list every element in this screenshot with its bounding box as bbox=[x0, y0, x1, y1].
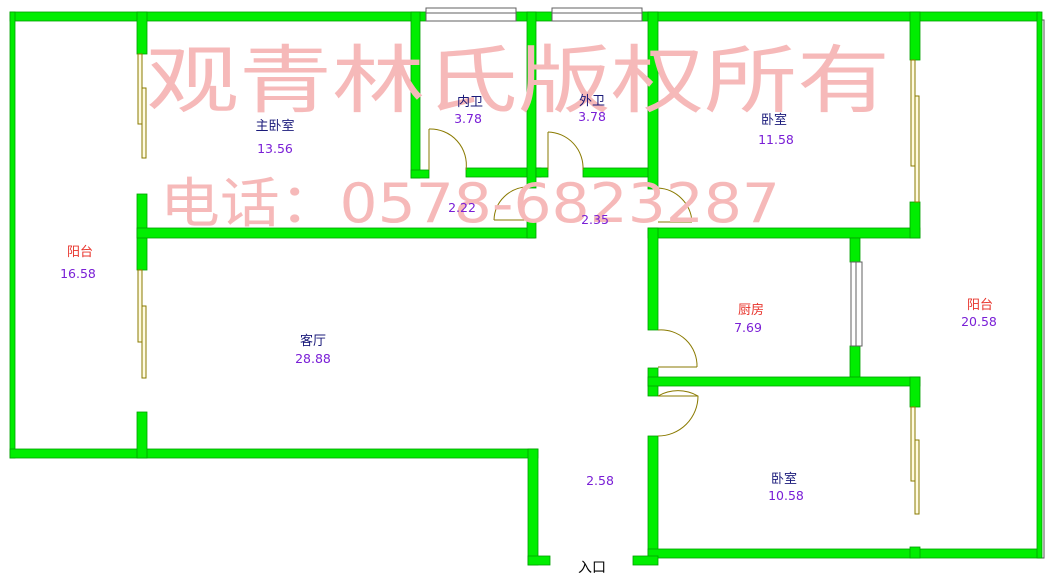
balcony-west-name: 阳台 bbox=[67, 245, 93, 260]
bedroom-ne-name: 卧室 bbox=[761, 112, 787, 128]
door-bedroom-se-arc bbox=[657, 390, 699, 437]
wall-kitchen-east-bottom bbox=[849, 345, 861, 379]
kitchen-name: 厨房 bbox=[738, 302, 764, 318]
door-outer-bath-arc bbox=[547, 131, 584, 171]
hall-left-area: 2.22 bbox=[448, 200, 476, 215]
wall-kitchen-east-top bbox=[849, 237, 861, 263]
slider-lr-2 bbox=[141, 305, 147, 379]
wall-entry-bottom-left bbox=[527, 555, 551, 566]
balcony-east-area: 20.58 bbox=[961, 314, 997, 329]
watermark-phone: 电话：0578-6823287 bbox=[160, 172, 780, 235]
bedroom-se-area: 10.58 bbox=[768, 488, 804, 503]
living-room-area: 28.88 bbox=[295, 351, 331, 366]
hall-right-area: 2.35 bbox=[581, 212, 609, 227]
outer-bath-area: 3.78 bbox=[578, 109, 606, 124]
wall-west-edge bbox=[9, 11, 16, 459]
wall-kitchen-bottom bbox=[647, 376, 921, 387]
slider-lr-1 bbox=[137, 269, 143, 343]
slider-ne-1 bbox=[910, 59, 916, 167]
wall-bath-divider-lower bbox=[526, 219, 537, 239]
wall-bedroom-se-west bbox=[647, 435, 659, 559]
outer-bath-name: 外卫 bbox=[579, 94, 605, 109]
balcony-west-area: 16.58 bbox=[60, 266, 96, 281]
wall-bedroom-se-east-top bbox=[909, 376, 921, 408]
wall-entry-west bbox=[527, 448, 539, 566]
walls bbox=[9, 11, 1043, 566]
slider-se-2 bbox=[914, 439, 920, 515]
wall-bedroom-ne-east-top bbox=[909, 11, 921, 61]
entry-hall-area: 2.58 bbox=[586, 473, 614, 488]
balcony-east-name: 阳台 bbox=[967, 298, 993, 313]
wall-inner-bath-stub bbox=[410, 169, 430, 179]
wall-outer-bath-stub bbox=[535, 167, 549, 178]
wall-bedroom-ne-east-bottom bbox=[909, 201, 921, 239]
wall-bedroom-se-east-stub bbox=[909, 546, 921, 559]
wall-bottom-east bbox=[647, 548, 1041, 559]
wall-outer-bath-east bbox=[647, 11, 659, 190]
inner-bath-name: 内卫 bbox=[457, 94, 483, 110]
door-bedroom-ne-arc bbox=[657, 187, 693, 223]
watermark-copyright: 观青林氏版权所有 bbox=[146, 38, 890, 124]
kitchen-area: 7.69 bbox=[734, 320, 762, 335]
window-kitchen bbox=[850, 261, 863, 347]
bedroom-ne-area: 11.58 bbox=[758, 132, 794, 147]
door-master-bedroom-arc bbox=[493, 186, 529, 221]
slider-mb-1 bbox=[137, 53, 143, 125]
sliding-doors bbox=[137, 53, 920, 515]
inner-bath-area: 3.78 bbox=[454, 111, 482, 126]
wall-top-west bbox=[9, 11, 427, 22]
master-bedroom-area: 13.56 bbox=[257, 141, 293, 156]
slider-mb-2 bbox=[141, 87, 147, 159]
master-bedroom-name: 主卧室 bbox=[255, 118, 294, 134]
slider-ne-2 bbox=[914, 95, 920, 203]
bedroom-se-name: 卧室 bbox=[771, 471, 797, 487]
living-room-name: 客厅 bbox=[300, 333, 326, 349]
window-outer-bath bbox=[551, 7, 643, 22]
slider-se-1 bbox=[910, 406, 916, 482]
wall-bath-divider bbox=[526, 11, 537, 189]
swing-doors bbox=[428, 128, 699, 437]
wall-kitchen-west bbox=[647, 227, 659, 331]
wall-entry-bottom-right bbox=[632, 555, 659, 566]
wall-top-east bbox=[641, 11, 1041, 22]
door-kitchen-arc bbox=[657, 329, 698, 368]
wall-lr-west-bottom bbox=[136, 411, 148, 459]
wall-bottom-west bbox=[9, 448, 539, 459]
windows-top bbox=[425, 7, 643, 22]
room-labels: 主卧室 13.56 内卫 3.78 外卫 3.78 卧室 11.58 阳台 16… bbox=[60, 94, 997, 576]
window-inner-bath bbox=[425, 7, 517, 22]
door-inner-bath-arc bbox=[428, 128, 467, 171]
wall-east-edge bbox=[1036, 11, 1043, 559]
entrance-label: 入口 bbox=[578, 560, 606, 576]
